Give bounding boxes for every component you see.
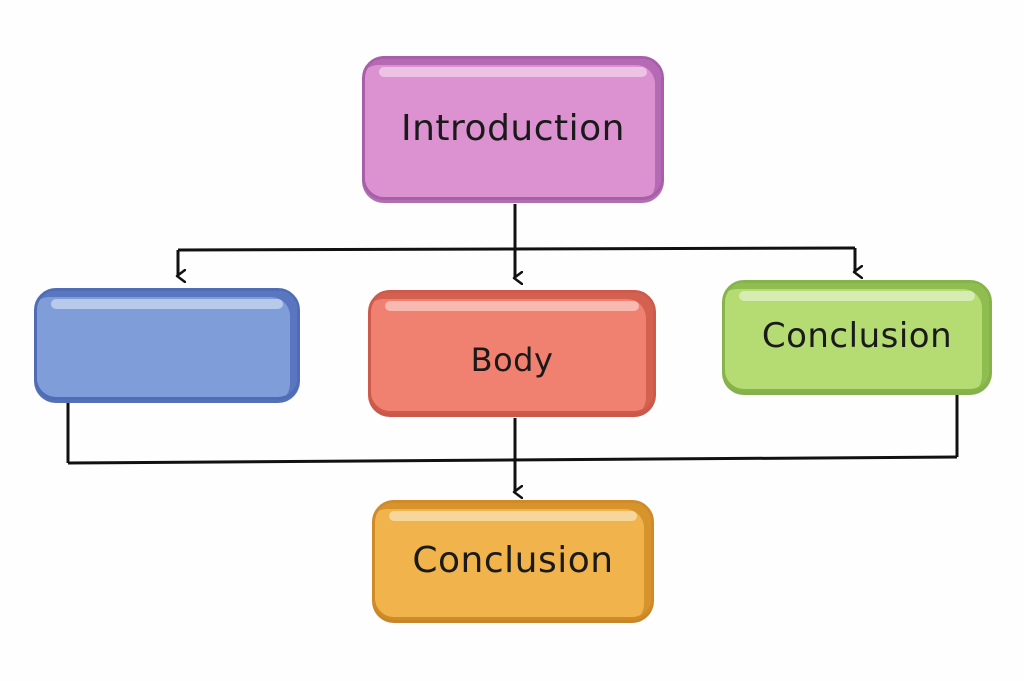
connector-top-bar [177, 246, 856, 252]
introduction-node: Introduction [362, 56, 664, 200]
conclusion-bottom-label: Conclusion [412, 539, 614, 581]
conclusion-right-label: Conclusion [761, 316, 953, 356]
body-label: Body [470, 341, 554, 379]
body-node: Body [368, 290, 656, 414]
conclusion-node-bottom: Conclusion [372, 500, 654, 620]
blank-node [34, 288, 300, 400]
introduction-label: Introduction [400, 107, 625, 149]
connector-bottom-bar [67, 455, 958, 465]
conclusion-node-right: Conclusion [722, 280, 992, 392]
